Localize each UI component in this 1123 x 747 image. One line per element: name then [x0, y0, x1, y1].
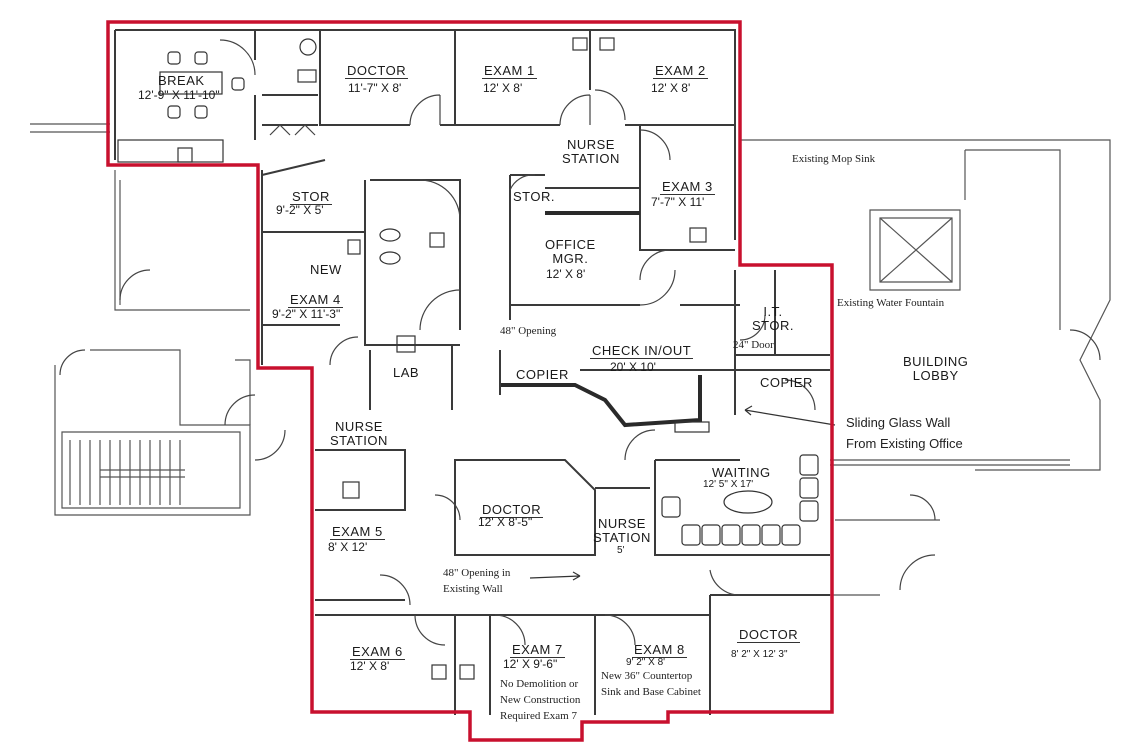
exam7-label: EXAM 7 [510, 643, 565, 658]
exam4-dim: 9'-2" X 11'-3" [272, 308, 340, 321]
new-label: NEW [310, 262, 342, 277]
nurse-station-mid-label: NURSE STATION [593, 516, 651, 545]
copier-right-label: COPIER [760, 375, 813, 390]
sliding-wall-note-2: From Existing Office [846, 436, 963, 451]
building-lobby-label: BUILDING LOBBY [903, 354, 969, 383]
exam7-name: EXAM 7 [510, 642, 565, 658]
opening-existing-note-1: 48" Opening in [443, 567, 511, 579]
break-dim-text: 12'-9" X 11'-10" [138, 88, 220, 102]
sliding-wall-note-1: Sliding Glass Wall [846, 415, 951, 430]
doctor-mid-label: DOCTOR [480, 502, 544, 518]
waiting-dim: 12' 5" X 17' [703, 479, 754, 490]
doctor-bottom-label: DOCTOR [737, 627, 801, 643]
exam2-dim: 12' X 8' [651, 82, 690, 95]
exam7-dim-text: 12' X 9'-6" [503, 657, 558, 671]
exam6-dim: 12' X 8' [350, 660, 389, 673]
exam5-dim-text: 8' X 12' [328, 540, 368, 554]
mop-sink-note: Existing Mop Sink [792, 153, 876, 165]
waiting-label: WAITING [712, 465, 771, 480]
exam2-dim-text: 12' X 8' [651, 81, 691, 95]
exam4-name: EXAM 4 [288, 292, 343, 308]
doctor-top-dim-text: 11'-7" X 8' [348, 81, 402, 95]
exam5-name: EXAM 5 [330, 524, 385, 540]
exam5-label: EXAM 5 [330, 525, 385, 540]
exam3-name: EXAM 3 [660, 179, 715, 195]
check-in-out-dim-text: 20' X 10' [610, 360, 656, 374]
exam4-label: EXAM 4 [288, 293, 343, 308]
break-label: BREAK [158, 74, 205, 88]
stor-mid-label: STOR. [513, 189, 555, 204]
office-mgr-dim-text: 12' X 8' [546, 267, 586, 281]
doors [59, 39, 1101, 646]
exam5-dim: 8' X 12' [328, 541, 367, 554]
opening-existing-note-2: Existing Wall [443, 583, 503, 595]
opening-48-note: 48" Opening [500, 325, 557, 337]
water-fountain-note: Existing Water Fountain [837, 297, 945, 309]
check-in-out-dim: 20' X 10' [610, 361, 656, 374]
stor-left-label: STOR [290, 190, 332, 205]
furniture [117, 37, 836, 680]
exam8-name: EXAM 8 [632, 642, 687, 658]
exam3-label: EXAM 3 [660, 180, 715, 195]
doctor-top-label: DOCTOR [345, 63, 409, 79]
break-dim: 12'-9" X 11'-10" [138, 89, 220, 102]
exam6-label: EXAM 6 [350, 645, 405, 660]
nurse-station-mid-dim: 5' [617, 545, 625, 556]
project-boundary [106, 20, 834, 742]
nurse-station-top-label: NURSE STATION [562, 137, 620, 166]
exam1-name: EXAM 1 [482, 63, 537, 79]
doctor-top-name: DOCTOR [345, 63, 409, 79]
exam1-dim-text: 12' X 8' [483, 81, 523, 95]
exam2-label: EXAM 2 [653, 64, 708, 79]
lab-label: LAB [393, 365, 420, 380]
exam3-dim-text: 7'-7" X 11' [651, 195, 705, 209]
doctor-top-dim: 11'-7" X 8' [348, 82, 401, 95]
exam1-dim: 12' X 8' [483, 82, 522, 95]
countertop-note-2: Sink and Base Cabinet [601, 687, 701, 698]
nurse-station-left-label: NURSE STATION [330, 419, 388, 448]
check-in-out-label: CHECK IN/OUT [590, 343, 694, 359]
exam3-dim: 7'-7" X 11' [651, 196, 704, 209]
break-name: BREAK [158, 73, 205, 88]
exam7-note-2: New Construction [500, 694, 581, 706]
exam2-name: EXAM 2 [653, 63, 708, 79]
stor-left-dim: 9'-2" X 5' [276, 204, 324, 217]
exam8-label: EXAM 8 [632, 643, 687, 658]
it-stor-label: I.T. STOR. [752, 304, 794, 333]
doctor-bottom-name: DOCTOR [737, 627, 801, 643]
doctor-mid-dim: 12' X 8'-5" [478, 516, 532, 529]
exam7-note-3: Required Exam 7 [500, 710, 577, 722]
exam6-dim-text: 12' X 8' [350, 659, 390, 673]
countertop-note-1: New 36" Countertop [601, 670, 693, 682]
exam4-dim-text: 9'-2" X 11'-3" [272, 307, 341, 321]
exam1-label: EXAM 1 [482, 64, 537, 79]
exam8-dim: 9' 2" X 8' [626, 657, 666, 668]
copier-left-label: COPIER [516, 367, 569, 382]
check-in-out-name: CHECK IN/OUT [590, 343, 694, 359]
doctor-mid-dim-text: 12' X 8'-5" [478, 515, 533, 529]
stor-left-dim-text: 9'-2" X 5' [276, 203, 324, 217]
exam7-dim: 12' X 9'-6" [503, 658, 557, 671]
stor-left-name: STOR [290, 189, 332, 205]
exam6-name: EXAM 6 [350, 644, 405, 660]
office-mgr-label: OFFICE MGR. [545, 237, 596, 266]
doctor-mid-name: DOCTOR [480, 502, 544, 518]
walls [30, 29, 1111, 715]
door-24-note: 24" Door [733, 339, 774, 351]
doctor-bottom-dim: 8' 2" X 12' 3" [731, 649, 788, 660]
exam7-note-1: No Demolition or [500, 678, 579, 690]
office-mgr-dim: 12' X 8' [546, 268, 585, 281]
